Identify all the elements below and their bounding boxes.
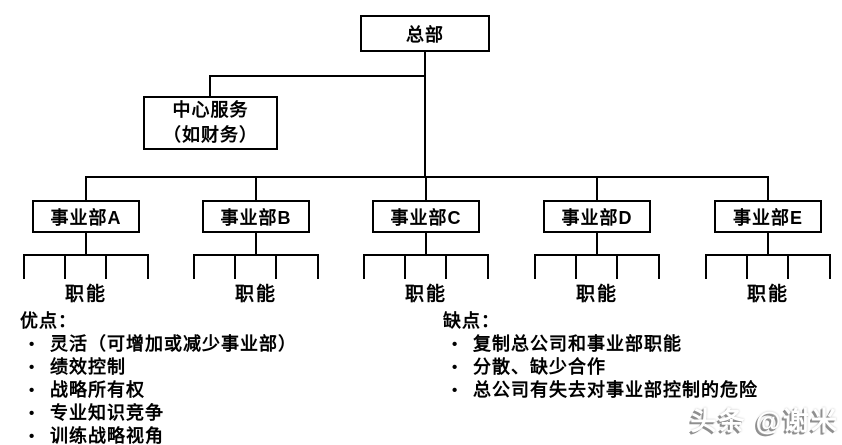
function-tree-c-bar xyxy=(363,254,489,256)
division-b-box: 事业部B xyxy=(202,200,310,233)
function-tree-d-branch xyxy=(575,254,577,279)
central-services-label-line1: 中心服务 xyxy=(172,100,249,120)
division-c-label: 事业部C xyxy=(390,207,462,228)
function-tree-b-stem xyxy=(255,233,257,256)
disadvantage-text: 总公司有失去对事业部控制的危险 xyxy=(473,380,758,400)
bullet-icon: • xyxy=(452,382,459,399)
function-tree-e-branch xyxy=(746,254,748,279)
disadvantage-text: 分散、缺少合作 xyxy=(473,357,606,377)
function-tree-a-branch xyxy=(23,254,25,279)
division-d-box: 事业部D xyxy=(543,200,651,233)
headquarters-label: 总部 xyxy=(406,24,444,45)
list-item: • 专业知识竞争 xyxy=(20,402,297,425)
function-tree-b-branch xyxy=(317,254,319,279)
bullet-icon: • xyxy=(29,382,36,399)
division-c-stub-line xyxy=(425,176,427,202)
division-a-stub-line xyxy=(85,176,87,202)
function-label-d: 职能 xyxy=(575,284,618,305)
bullet-icon: • xyxy=(29,359,36,376)
bullet-icon: • xyxy=(452,359,459,376)
function-tree-e-branch xyxy=(705,254,707,279)
advantages-list: 优点： • 灵活（可增加或减少事业部） • 绩效控制 • 战略所有权 • 专业知… xyxy=(20,310,297,445)
division-d-label: 事业部D xyxy=(561,207,633,228)
function-tree-e-branch xyxy=(829,254,831,279)
division-e-label: 事业部E xyxy=(732,207,803,228)
function-tree-a-stem xyxy=(85,233,87,256)
bullet-icon: • xyxy=(452,336,459,353)
list-item: • 分散、缺少合作 xyxy=(443,356,758,379)
function-tree-d-branch xyxy=(534,254,536,279)
function-tree-d-branch xyxy=(658,254,660,279)
toutiao-watermark: 头条 @谢米 xyxy=(690,406,839,436)
bullet-icon: • xyxy=(29,405,36,422)
list-item: • 总公司有失去对事业部控制的危险 xyxy=(443,379,758,402)
function-tree-c-branch xyxy=(363,254,365,279)
list-item: • 训练战略视角 xyxy=(20,425,297,445)
division-a-box: 事业部A xyxy=(32,200,140,233)
advantage-text: 训练战略视角 xyxy=(50,426,164,445)
division-b-label: 事业部B xyxy=(220,207,292,228)
function-tree-b-branch xyxy=(234,254,236,279)
function-tree-d-bar xyxy=(534,254,660,256)
advantage-text: 专业知识竞争 xyxy=(50,403,164,423)
division-b-stub-line xyxy=(255,176,257,202)
advantage-text: 灵活（可增加或减少事业部） xyxy=(50,334,297,354)
function-tree-b-branch xyxy=(193,254,195,279)
division-e-box: 事业部E xyxy=(714,200,822,233)
disadvantages-list: 缺点： • 复制总公司和事业部职能 • 分散、缺少合作 • 总公司有失去对事业部… xyxy=(443,310,758,402)
list-item: • 灵活（可增加或减少事业部） xyxy=(20,333,297,356)
list-item: • 绩效控制 xyxy=(20,356,297,379)
advantage-text: 绩效控制 xyxy=(50,357,126,377)
function-tree-e-stem xyxy=(767,233,769,256)
function-label-e: 职能 xyxy=(746,284,789,305)
function-tree-d-stem xyxy=(596,233,598,256)
central-service-drop-line xyxy=(209,75,211,97)
disadvantages-title: 缺点： xyxy=(443,311,500,331)
function-tree-a-bar xyxy=(23,254,149,256)
function-tree-c-stem xyxy=(425,233,427,256)
central-services-label-line2: （如财务） xyxy=(163,125,258,145)
division-e-stub-line xyxy=(767,176,769,202)
function-tree-a-branch xyxy=(147,254,149,279)
function-tree-c-branch xyxy=(445,254,447,279)
division-d-stub-line xyxy=(596,176,598,202)
list-item: • 战略所有权 xyxy=(20,379,297,402)
bullet-icon: • xyxy=(29,336,36,353)
function-tree-b-bar xyxy=(193,254,319,256)
function-tree-a-branch xyxy=(105,254,107,279)
function-tree-e-bar xyxy=(705,254,831,256)
division-a-label: 事业部A xyxy=(50,207,122,228)
function-tree-c-branch xyxy=(487,254,489,279)
advantages-title: 优点： xyxy=(20,311,77,331)
function-label-a: 职能 xyxy=(64,284,107,305)
function-tree-a-branch xyxy=(64,254,66,279)
function-label-b: 职能 xyxy=(234,284,277,305)
central-service-branch-line xyxy=(209,75,426,77)
function-tree-e-branch xyxy=(787,254,789,279)
function-tree-b-branch xyxy=(275,254,277,279)
bullet-icon: • xyxy=(29,428,36,445)
division-bar-line xyxy=(85,176,769,178)
function-tree-c-branch xyxy=(404,254,406,279)
headquarters-box: 总部 xyxy=(360,15,490,52)
disadvantage-text: 复制总公司和事业部职能 xyxy=(473,334,682,354)
function-label-c: 职能 xyxy=(404,284,447,305)
central-services-box: 中心服务 （如财务） xyxy=(143,96,278,150)
division-c-box: 事业部C xyxy=(372,200,480,233)
advantage-text: 战略所有权 xyxy=(50,380,145,400)
root-trunk-line xyxy=(424,52,426,178)
function-tree-d-branch xyxy=(616,254,618,279)
list-item: • 复制总公司和事业部职能 xyxy=(443,333,758,356)
